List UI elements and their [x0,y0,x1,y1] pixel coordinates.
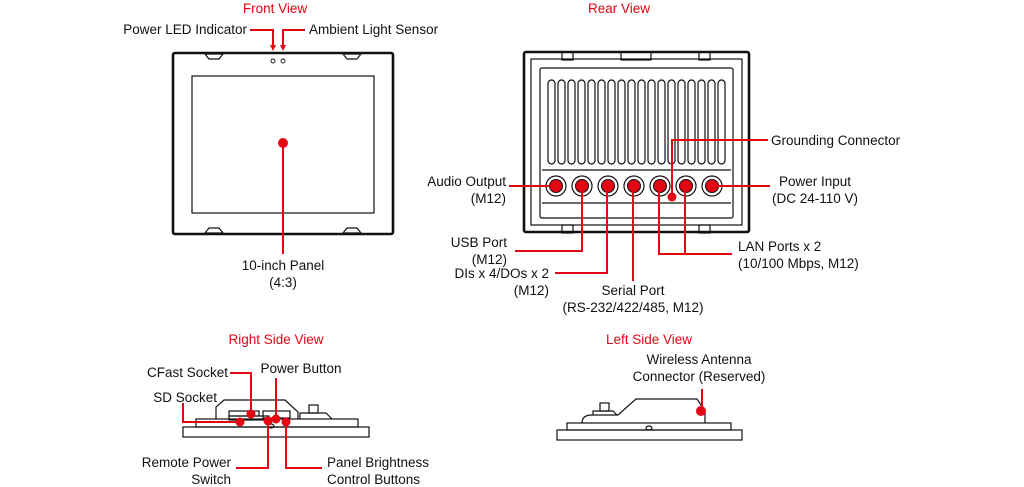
brightness-leader [285,422,322,469]
ambient-sensor-label: Ambient Light Sensor [309,22,439,37]
rear-mount-tab [698,51,711,61]
antenna-marker [696,406,706,416]
keyhole-icon [645,425,653,431]
mount-clip-icon [341,227,363,234]
heatsink-fins [547,79,726,165]
serial-label-line2: (RS-232/422/485, M12) [562,300,703,315]
heatsink-fin [657,79,666,165]
usb-label-line2: (M12) [472,252,507,267]
rear-mount-tab [698,224,711,234]
ground-label: Grounding Connector [771,133,901,148]
heatsink-fin [607,79,616,165]
heatsink-fin [647,79,656,165]
ground-leader [671,139,768,196]
left-side-view-title: Left Side View [606,332,692,347]
dio-leader [555,186,608,274]
rear-chassis [539,67,734,219]
heatsink-fin [717,79,726,165]
heatsink-fin [557,79,566,165]
heatsink-fin [627,79,636,165]
remote-power-label-line1: Remote Power [142,455,232,470]
cfast-label: CFast Socket [147,365,228,380]
front-view-title: Front View [243,1,308,16]
right-side-view-title: Right Side View [228,332,323,347]
power-led-label: Power LED Indicator [123,22,247,37]
rear-inner-frame [530,58,743,226]
dio-label-line2: (M12) [514,283,549,298]
ground-marker [667,192,677,202]
ambient-sensor [280,58,286,64]
left-side-housing [581,398,706,424]
rear-mount-tab [561,51,574,61]
power-input-label-line2: (DC 24-110 V) [772,191,858,206]
heatsink-fin [697,79,706,165]
power-input-label-line1: Power Input [779,174,851,189]
right-side-view: Right Side View CFast Socket Power Butto… [142,332,430,487]
remote-power-leader [236,421,269,469]
heatsink-fin [577,79,586,165]
panel-label-line2: (4:3) [269,275,297,290]
power-led-leader [250,29,274,46]
lan-leader [658,186,732,255]
mount-clip-icon [203,227,225,234]
audio-label-line2: (M12) [471,191,506,206]
left-side-front-plate [556,429,743,441]
left-side-stud-base [592,410,618,416]
usb-label-line1: USB Port [451,235,508,250]
rear-top-tab [620,51,652,61]
rear-view: Rear View Audio Output (M12) USB Port (M… [427,1,900,315]
lan-label-line2: (10/100 Mbps, M12) [738,256,859,271]
heatsink-fin [597,79,606,165]
brightness-label-line1: Panel Brightness [327,455,429,470]
remote-power-label-line2: Switch [191,472,231,487]
right-side-stud-base [299,412,333,420]
heatsink-fin [547,79,556,165]
heatsink-fin [677,79,686,165]
dio-label-line1: DIs x 4/DOs x 2 [454,266,549,281]
serial-label-line1: Serial Port [601,283,664,298]
heatsink-fin [587,79,596,165]
mount-clip-icon [203,53,225,60]
sd-leader [182,403,240,423]
left-side-stud [599,402,610,412]
rear-view-title: Rear View [588,1,650,16]
front-view: Front View Power LED Indicator Ambient L… [123,1,438,290]
lan-label-line1: LAN Ports x 2 [738,239,821,254]
mount-clip-icon [341,53,363,60]
heatsink-fin [617,79,626,165]
ambient-sensor-leader [282,29,305,46]
audio-label-line1: Audio Output [427,174,506,189]
right-side-front-plate [182,426,370,438]
right-side-housing [215,399,299,419]
mounting-clips [203,53,363,234]
ambient-sensor-arrow [280,45,286,51]
power-led-arrow [270,45,276,51]
cfast-leader [230,372,252,414]
right-side-stud [308,404,319,414]
brightness-label-line2: Control Buttons [327,472,420,487]
heatsink-fin [707,79,716,165]
rear-mount-tab [561,224,574,234]
heatsink-fin [687,79,696,165]
sd-label: SD Socket [153,390,217,405]
heatsink-fin [637,79,646,165]
power-button-label: Power Button [260,361,341,376]
antenna-label-line2: Connector (Reserved) [633,369,766,384]
left-side-view: Left Side View Wireless Antenna Connecto… [556,332,766,441]
antenna-label-line1: Wireless Antenna [646,352,752,367]
power-led [270,58,276,64]
panel-label-line1: 10-inch Panel [242,258,325,273]
heatsink-fin [567,79,576,165]
usb-leader [515,186,583,252]
